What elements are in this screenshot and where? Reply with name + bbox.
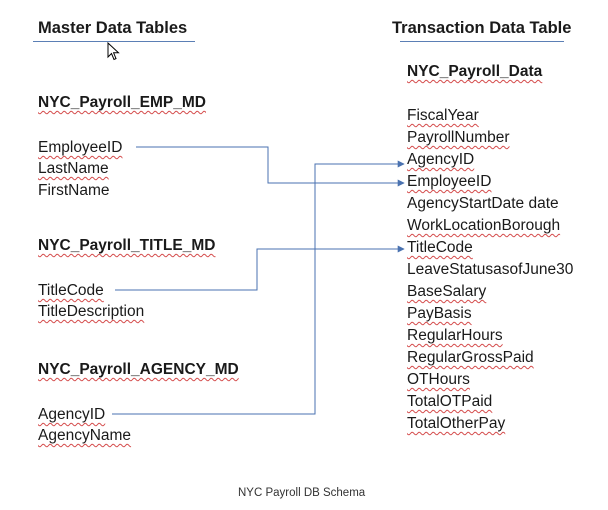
tx-field-regulargrosspaid: RegularGrossPaid (407, 349, 534, 366)
connector-titlecode (115, 245, 405, 291)
transaction-heading: Transaction Data Table (392, 19, 572, 37)
emp-table-name: NYC_Payroll_EMP_MD (38, 94, 206, 111)
tx-field-paybasis: PayBasis (407, 305, 472, 322)
tx-field-othours: OTHours (407, 371, 470, 388)
mouse-pointer-icon (107, 42, 120, 61)
tx-field-employeeid: EmployeeID (407, 173, 492, 190)
agency-field-agencyname: AgencyName (38, 427, 132, 444)
tx-field-titlecode: TitleCode (407, 239, 473, 256)
tx-field-worklocationborough: WorkLocationBorough (407, 217, 561, 234)
tx-field-agencyid: AgencyID (407, 151, 475, 168)
transaction-heading-rule (400, 41, 564, 42)
tx-field-agencystartdate: AgencyStartDate date (407, 195, 559, 212)
emp-field-lastname: LastName (38, 160, 109, 177)
title-table-name: NYC_Payroll_TITLE_MD (38, 237, 216, 254)
tx-field-fiscalyear: FiscalYear (407, 107, 479, 124)
master-heading-rule (33, 41, 195, 42)
title-field-titlecode: TitleCode (38, 282, 104, 299)
agency-field-agencyid: AgencyID (38, 406, 106, 423)
tx-field-totalotpaid: TotalOTPaid (407, 393, 493, 410)
tx-field-basesalary: BaseSalary (407, 283, 487, 300)
connector-agencyid (112, 160, 405, 415)
tx-field-leavestatus: LeaveStatusasofJune30 (407, 261, 574, 278)
master-heading: Master Data Tables (38, 19, 188, 37)
transaction-table-name: NYC_Payroll_Data (407, 63, 543, 80)
title-field-titledescription: TitleDescription (38, 303, 145, 320)
connector-employeeid (136, 146, 405, 187)
schema-caption: NYC Payroll DB Schema (238, 487, 366, 499)
tx-field-payrollnumber: PayrollNumber (407, 129, 510, 146)
tx-field-regularhours: RegularHours (407, 327, 503, 344)
emp-field-firstname: FirstName (38, 182, 110, 199)
agency-table-name: NYC_Payroll_AGENCY_MD (38, 361, 239, 378)
emp-field-employeeid: EmployeeID (38, 139, 123, 156)
tx-field-totalotherpay: TotalOtherPay (407, 415, 506, 432)
